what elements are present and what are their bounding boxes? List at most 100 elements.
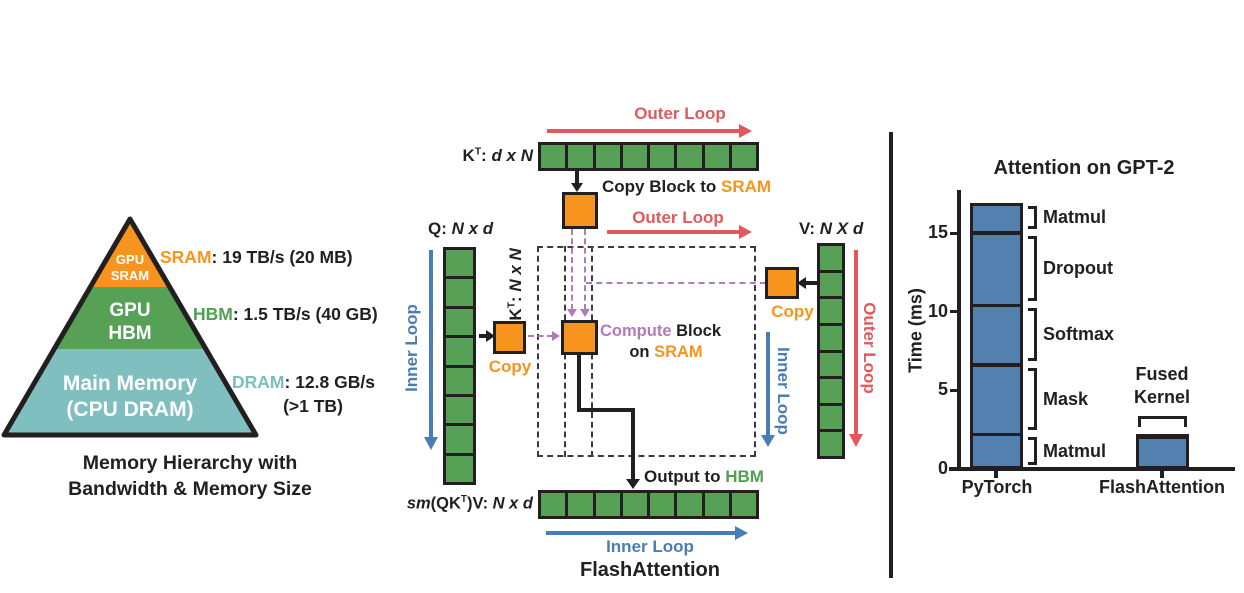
matrix-cell <box>650 145 675 168</box>
fused-kernel-label: Fused Kernel <box>1133 364 1191 407</box>
inner-loop-bottom-arrowhead <box>735 526 748 540</box>
pyramid-tier-dram <box>4 349 256 435</box>
segment-label: Mask <box>1043 388 1089 409</box>
sram-word: SRAM <box>160 247 212 267</box>
outer-loop-top-arrow <box>547 129 740 133</box>
flashattention-caption: FlashAttention <box>580 559 720 581</box>
dram-line2: (>1 TB) <box>283 396 343 416</box>
segment-bracket <box>1028 437 1037 465</box>
matrix-cell <box>704 145 729 168</box>
y-tick-mark <box>950 467 958 471</box>
v-feed-dashed-horizontal <box>586 282 766 284</box>
matrix-cell <box>820 325 842 350</box>
tier2-line1: GPU <box>109 300 150 321</box>
y-tick-label: 10 <box>927 300 948 321</box>
matrix-cell <box>650 493 675 516</box>
x-category-label: FlashAttention <box>1099 477 1225 497</box>
fused-kernel-bracket <box>1138 416 1187 427</box>
k-feed-dashed-line <box>571 229 573 310</box>
pyramid-outline <box>1 216 259 438</box>
outer-loop-top-arrowhead <box>739 124 752 138</box>
y-tick-label: 0 <box>937 458 948 478</box>
matrix-cell <box>820 352 842 377</box>
outer-loop-mid-label: Outer Loop <box>632 208 724 227</box>
tier1-line1: GPU <box>116 252 144 267</box>
inner-loop-left-arrow <box>429 250 433 438</box>
v-feed-arrowhead <box>580 309 590 317</box>
output-to-hbm-text: Output to HBM <box>644 467 764 486</box>
q-copy-block <box>493 321 526 354</box>
inner-loop-left-arrowhead <box>424 437 438 450</box>
matrix-cell <box>541 493 566 516</box>
memory-pyramid: GPU SRAM GPU HBM Main Memory (CPU DRAM) <box>1 216 259 438</box>
matrix-cell <box>446 338 473 365</box>
outer-loop-mid-arrowhead <box>739 225 752 239</box>
segment-label: Matmul <box>1043 207 1106 228</box>
inner-loop-bottom-label: Inner Loop <box>606 537 694 556</box>
compute-out-arrowhead <box>626 479 640 489</box>
segment-bracket <box>1028 236 1037 302</box>
v-matrix-column <box>817 243 845 459</box>
qcopy-to-compute-arrowhead <box>552 331 560 341</box>
dram-bandwidth-label: DRAM: 12.8 GB/s (>1 TB) <box>232 370 394 418</box>
q-copy-label: Copy <box>488 357 532 376</box>
v-matrix-label: V: N X d <box>799 219 864 238</box>
segment-label: Matmul <box>1043 440 1106 461</box>
compute-out-line-h <box>577 408 634 412</box>
dram-line1: DRAM: 12.8 GB/s <box>232 372 375 392</box>
hbm-bandwidth-label: HBM: 1.5 TB/s (40 GB) <box>193 304 378 324</box>
output-matrix-row <box>538 490 759 519</box>
matrix-cell <box>446 426 473 453</box>
outer-loop-top-label: Outer Loop <box>634 104 726 123</box>
segment-bracket <box>1028 308 1037 362</box>
k-to-copy-arrowhead <box>571 183 583 192</box>
pyramid-caption: Memory Hierarchy with Bandwidth & Memory… <box>68 452 312 500</box>
pytorch-bar <box>970 203 1023 469</box>
matrix-cell <box>541 145 566 168</box>
x-category-label: PyTorch <box>961 477 1033 497</box>
y-tick-mark <box>950 231 958 235</box>
flashattention-bar <box>1136 434 1189 469</box>
matrix-cell <box>595 493 620 516</box>
y-tick-label: 5 <box>937 379 948 400</box>
matrix-cell <box>446 367 473 394</box>
panel-divider <box>889 132 893 578</box>
v-feed-dashed-vertical <box>584 229 586 310</box>
output-matrix-label: sm(QKT)V: N x d <box>406 494 533 513</box>
chart-title: Attention on GPT-2 <box>993 157 1175 179</box>
compute-line2: on SRAM <box>629 343 703 361</box>
matrix-cell <box>820 379 842 403</box>
matrix-cell <box>446 250 473 277</box>
compute-block-text: Compute Block on SRAM <box>600 321 732 363</box>
matrix-cell <box>446 308 473 336</box>
matrix-cell <box>704 493 729 516</box>
outer-loop-v-arrow <box>854 250 858 435</box>
k-copy-block <box>562 192 598 229</box>
q-to-copy-arrowhead <box>486 330 495 342</box>
tier2-line2: HBM <box>108 323 151 344</box>
compute-out-line-v1 <box>577 352 581 411</box>
qkt-dashed-box <box>537 246 756 457</box>
kt-matrix-row <box>538 142 759 171</box>
pyramid-tier-sram <box>90 219 170 287</box>
y-tick-label: 15 <box>927 222 948 243</box>
q-matrix-column <box>443 247 476 485</box>
x-tick-mark <box>1160 469 1164 478</box>
pyramid-tier-hbm <box>54 287 206 349</box>
matrix-cell <box>820 299 842 323</box>
x-axis <box>949 467 1235 471</box>
matrix-cell <box>677 145 702 168</box>
q-matrix-label: Q: N x d <box>428 219 494 238</box>
bar-segment-divider <box>970 432 1023 437</box>
k-to-copy-arrow <box>575 171 579 184</box>
segment-bracket <box>1028 368 1037 431</box>
segment-label: Dropout <box>1043 258 1113 279</box>
q-to-copy-arrow <box>479 334 488 338</box>
k-feed-arrowhead <box>567 309 577 317</box>
matrix-cell <box>446 396 473 424</box>
inner-loop-right-arrowhead <box>761 435 775 447</box>
v-to-copy-arrow <box>804 281 817 285</box>
matrix-cell <box>820 405 842 430</box>
kt-matrix-label: KT: d x N <box>462 146 533 165</box>
segment-bracket <box>1028 206 1037 230</box>
